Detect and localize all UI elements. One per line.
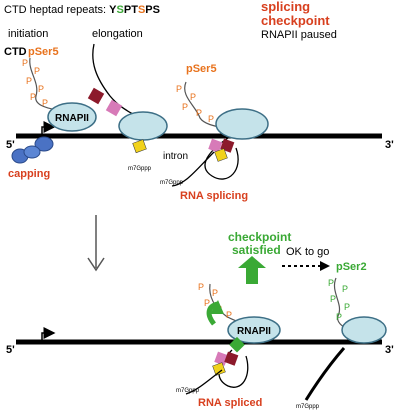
phosphate-mark: P	[226, 310, 232, 320]
capping-enzyme-3	[23, 145, 41, 159]
phosphate-mark: P	[22, 58, 28, 68]
cap-label-c: m7Gppp	[176, 388, 200, 394]
heptad-letter: T	[131, 4, 138, 16]
phosphate-mark: P	[208, 114, 214, 124]
heptad-letter: S	[138, 4, 145, 16]
ok-to-go-label: OK to go	[286, 246, 329, 258]
stage-initiation: initiation	[8, 28, 48, 40]
phosphate-mark: P	[176, 84, 182, 94]
ctd-tail-paused	[184, 81, 225, 129]
rnapii-elongation	[118, 111, 168, 141]
rnapii-initiation	[47, 102, 97, 132]
five-prime-top: 5'	[6, 139, 15, 151]
nascent-mrna-right	[304, 347, 346, 401]
green-curved-arrow-head	[210, 300, 224, 314]
rna-splicing-label: RNA splicing	[180, 190, 248, 202]
ctd-label: CTD	[4, 46, 27, 58]
three-prime-bottom: 3'	[385, 344, 394, 356]
phosphate-mark: P	[34, 66, 40, 76]
heptad-letter: S	[153, 4, 160, 16]
rnapii-paused-label: RNAPII paused	[261, 29, 337, 41]
phosphate-mark: P	[182, 102, 188, 112]
promoter-arrow-bottom	[41, 327, 56, 342]
rnapii-spliced	[227, 316, 281, 344]
rnapii-pser2	[341, 316, 387, 344]
phosphate-mark: P	[190, 92, 196, 102]
checkpoint-satisfied-2: satisfied	[232, 243, 281, 257]
phosphate-mark: P	[336, 312, 342, 322]
phosphate-mark: P	[42, 98, 48, 108]
ctd-heptad-title: CTD heptad repeats: YSPTSPS	[4, 4, 160, 16]
exon-yellow-elongation	[132, 139, 147, 154]
spliced-mrna-tail	[185, 369, 223, 395]
pser2-label: pSer2	[336, 261, 367, 273]
exon-pink-elongation	[105, 99, 123, 117]
pser5-label-paused: pSer5	[186, 63, 217, 75]
phosphate-mark: P	[204, 298, 210, 308]
pre-mrna-tail	[171, 151, 215, 187]
green-diamond	[229, 336, 245, 353]
heptad-sequence: YSPTSPS	[109, 4, 160, 16]
phosphate-mark: P	[344, 302, 350, 312]
splicing-checkpoint-title-1: splicing	[261, 0, 310, 14]
five-prime-bottom: 5'	[6, 344, 15, 356]
heptad-letter: P	[145, 4, 152, 16]
phosphate-mark: P	[198, 282, 204, 292]
phosphate-mark: P	[330, 294, 336, 304]
rnapii-paused	[215, 108, 269, 140]
phosphate-mark: P	[38, 84, 44, 94]
rnapii-label-top: RNAPII	[55, 113, 89, 124]
up-arrow-green	[238, 256, 266, 284]
ctd-tail-elongation	[92, 43, 137, 117]
exon-yellow-paused	[214, 148, 228, 162]
phosphate-mark: P	[30, 92, 36, 102]
cap-label-d: m7Gppp	[296, 404, 320, 410]
stage-elongation: elongation	[92, 28, 143, 40]
exon-yellow-spliced	[212, 362, 226, 376]
exon-pink-spliced	[214, 351, 229, 366]
capping-enzyme-1	[34, 136, 54, 152]
phosphate-mark: P	[328, 278, 334, 288]
intron-label: intron	[163, 151, 188, 162]
rna-spliced-label: RNA spliced	[198, 397, 262, 409]
phosphate-mark: P	[196, 108, 202, 118]
pser5-label-initiation: pSer5	[28, 46, 59, 58]
checkpoint-satisfied-1: checkpoint	[228, 230, 291, 244]
heptad-letter: Y	[109, 4, 117, 16]
ctd-tail-initiation	[29, 57, 59, 111]
exon-pink-paused	[208, 138, 223, 153]
three-prime-top: 3'	[385, 139, 394, 151]
cap-label-a: m7Gppp	[128, 166, 152, 172]
phosphate-mark: P	[26, 76, 32, 86]
heptad-letter: S	[117, 4, 124, 16]
phosphate-mark: P	[212, 288, 218, 298]
exon-maroon-spliced	[224, 351, 239, 366]
exon-maroon-elongation	[87, 87, 105, 105]
capping-label: capping	[8, 168, 50, 180]
transition-arrow-head	[87, 257, 105, 272]
phosphate-mark: P	[342, 284, 348, 294]
ok-to-go-arrow-head	[320, 261, 330, 271]
cap-label-b: m7Gppp	[160, 180, 184, 186]
rnapii-label-bottom: RNAPII	[237, 326, 271, 337]
promoter-arrow-top	[41, 121, 56, 136]
heptad-letter: P	[124, 4, 131, 16]
splicing-checkpoint-title-2: checkpoint	[261, 13, 330, 28]
